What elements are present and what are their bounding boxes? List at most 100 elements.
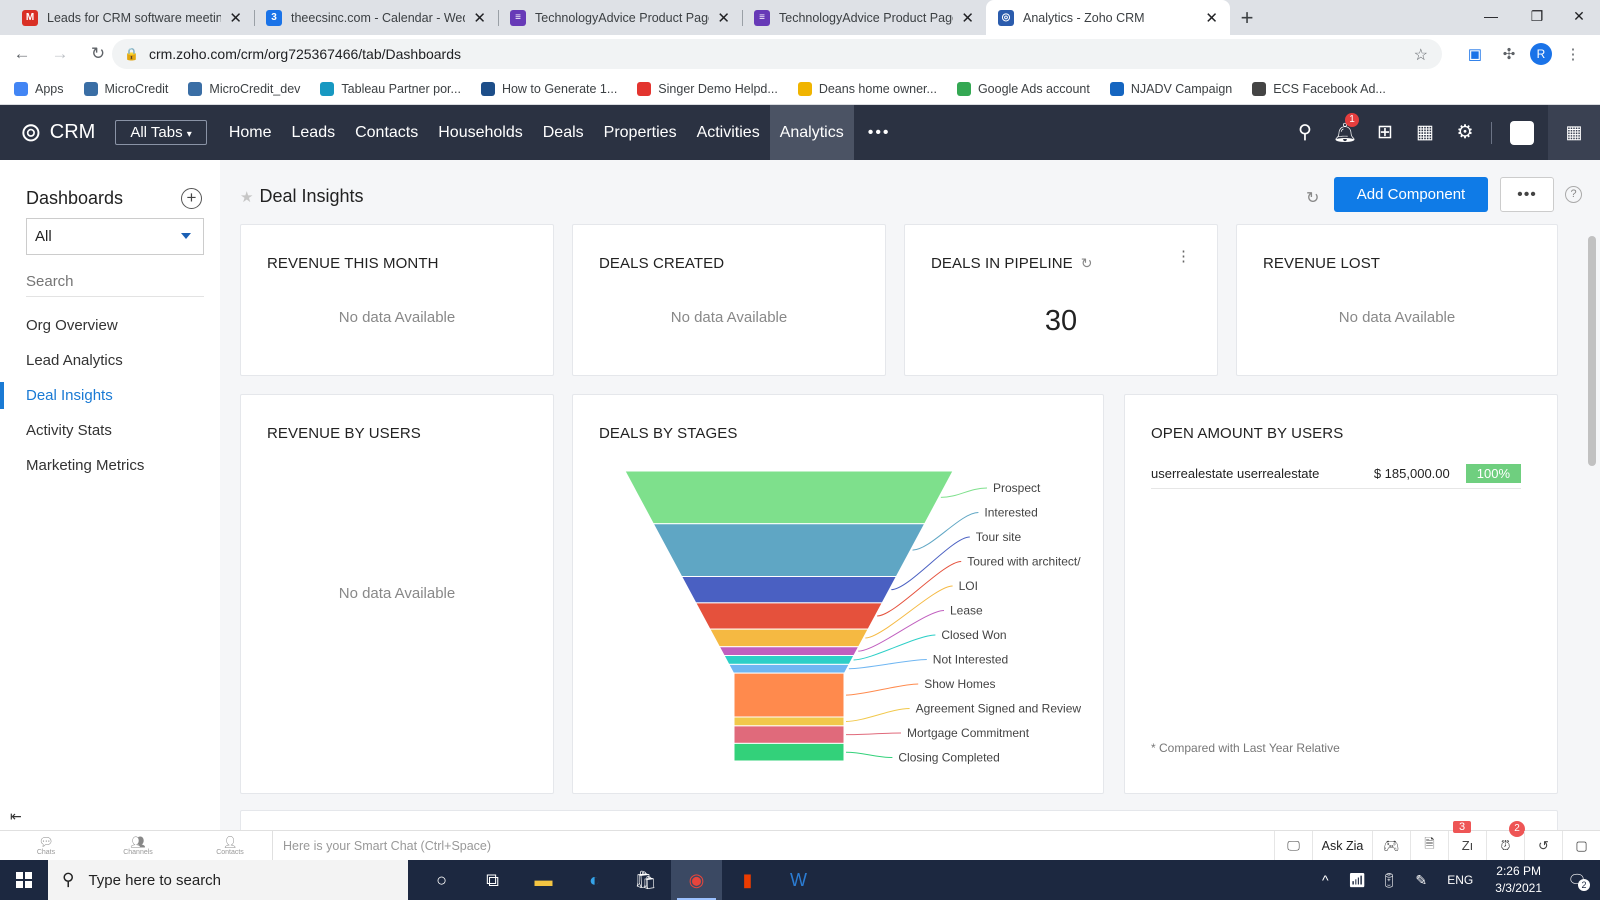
- sidebar-item-marketing-metrics[interactable]: Marketing Metrics: [26, 457, 145, 474]
- contacts-button[interactable]: 👤︎Contacts: [216, 835, 244, 856]
- quick-create-icon[interactable]: ⊞: [1377, 122, 1393, 143]
- browser-tab[interactable]: ≡TechnologyAdvice Product Page✕: [498, 0, 742, 35]
- bookmark-item[interactable]: MicroCredit_dev: [188, 81, 300, 96]
- bookmark-item[interactable]: NJADV Campaign: [1109, 81, 1232, 96]
- close-icon[interactable]: ✕: [473, 9, 486, 27]
- channels-button[interactable]: 👥︎Channels: [123, 835, 153, 856]
- browser-tab[interactable]: ≡TechnologyAdvice Product Page✕: [742, 0, 986, 35]
- task-view-icon[interactable]: ⧉: [486, 869, 499, 890]
- bookmark-item[interactable]: Deans home owner...: [797, 81, 937, 96]
- funnel-segment[interactable]: [732, 672, 846, 718]
- pen-icon[interactable]: ✎: [1415, 871, 1428, 888]
- start-button[interactable]: [0, 860, 48, 900]
- file-explorer-icon[interactable]: ▬: [534, 869, 553, 890]
- bookmark-item[interactable]: Apps: [14, 81, 64, 96]
- extension-icon[interactable]: ▣: [1467, 46, 1483, 63]
- dashboard-filter-select[interactable]: All: [26, 218, 204, 255]
- close-icon[interactable]: ✕: [717, 9, 730, 27]
- bookmark-star-icon[interactable]: ☆: [1413, 47, 1428, 64]
- funnel-segment[interactable]: [733, 725, 845, 744]
- extensions-puzzle-icon[interactable]: ✣: [1502, 46, 1516, 63]
- dashboard-search-input[interactable]: [26, 267, 204, 297]
- nav-tab-properties[interactable]: Properties: [603, 123, 677, 141]
- smart-chat-input[interactable]: Here is your Smart Chat (Ctrl+Space): [272, 831, 1212, 860]
- battery-icon[interactable]: 🔋︎: [1380, 871, 1399, 888]
- nav-tab-leads[interactable]: Leads: [291, 123, 336, 141]
- edge-icon[interactable]: ◐: [589, 869, 600, 890]
- nav-tab-activities[interactable]: Activities: [696, 123, 760, 141]
- close-icon[interactable]: ✕: [229, 9, 242, 27]
- chrome-menu-icon[interactable]: ⋮: [1565, 46, 1581, 63]
- search-icon[interactable]: ⚲: [1298, 122, 1312, 143]
- new-tab-button[interactable]: +: [1240, 4, 1254, 30]
- word-icon[interactable]: W: [790, 869, 807, 890]
- sidebar-item-lead-analytics[interactable]: Lead Analytics: [26, 352, 123, 369]
- all-tabs-dropdown[interactable]: All Tabs ▾: [115, 120, 207, 145]
- ask-zia-button[interactable]: Ask Zia: [1312, 831, 1372, 860]
- screen-share-icon[interactable]: 🖵︎: [1274, 831, 1312, 860]
- favorite-star-icon[interactable]: ★: [240, 188, 254, 206]
- main-scrollbar[interactable]: [1586, 224, 1598, 814]
- close-icon[interactable]: ✕: [1205, 9, 1218, 27]
- profile-avatar[interactable]: R: [1530, 43, 1552, 65]
- chevron-up-icon[interactable]: ^: [1321, 872, 1329, 888]
- refresh-icon[interactable]: ↻: [1306, 190, 1320, 207]
- reload-icon[interactable]: ↻: [90, 44, 106, 63]
- note-icon[interactable]: 🗎: [1410, 831, 1448, 860]
- funnel-segment[interactable]: [694, 602, 884, 630]
- camera-icon[interactable]: ▢: [1562, 831, 1600, 860]
- browser-tab[interactable]: ◎Analytics - Zoho CRM✕: [986, 0, 1230, 35]
- funnel-segment[interactable]: [723, 655, 855, 665]
- chrome-icon[interactable]: ◉: [671, 860, 722, 900]
- funnel-segment[interactable]: [652, 523, 926, 577]
- funnel-segment[interactable]: [624, 470, 954, 525]
- funnel-segment[interactable]: [727, 663, 851, 674]
- sidebar-item-deal-insights[interactable]: Deal Insights: [0, 378, 220, 413]
- office-icon[interactable]: ▮: [742, 869, 753, 890]
- back-icon[interactable]: ←: [13, 44, 31, 63]
- minimize-button[interactable]: —: [1484, 8, 1498, 24]
- close-icon[interactable]: ✕: [961, 9, 974, 27]
- bookmark-item[interactable]: Singer Demo Helpd...: [637, 81, 778, 96]
- store-icon[interactable]: 🛍︎: [634, 869, 657, 890]
- more-options-button[interactable]: •••: [1500, 177, 1554, 212]
- bookmark-item[interactable]: ECS Facebook Ad...: [1252, 81, 1386, 96]
- more-tabs-icon[interactable]: •••: [867, 123, 891, 141]
- forward-icon[interactable]: →: [51, 44, 69, 63]
- language-indicator[interactable]: ENG: [1447, 873, 1474, 887]
- nav-tab-households[interactable]: Households: [438, 123, 523, 141]
- bookmark-item[interactable]: How to Generate 1...: [480, 81, 617, 96]
- refresh-icon[interactable]: ↻: [1080, 255, 1093, 271]
- add-dashboard-icon[interactable]: +: [181, 188, 202, 209]
- collapse-sidebar-icon[interactable]: ⇤: [10, 808, 22, 824]
- funnel-segment[interactable]: [709, 628, 869, 648]
- nav-tab-home[interactable]: Home: [228, 123, 272, 141]
- taskbar-search[interactable]: ⚲ Type here to search: [48, 860, 408, 900]
- alarm-icon[interactable]: ⏰︎2: [1486, 821, 1525, 860]
- funnel-segment[interactable]: [733, 716, 845, 727]
- nav-tab-deals[interactable]: Deals: [542, 123, 584, 141]
- scroll-thumb[interactable]: [1588, 236, 1596, 466]
- crm-logo[interactable]: ⊚ CRM: [20, 117, 96, 147]
- sidebar-item-org-overview[interactable]: Org Overview: [26, 317, 118, 334]
- wifi-icon[interactable]: 📶︎: [1348, 871, 1367, 888]
- settings-gear-icon[interactable]: ⚙: [1456, 122, 1474, 143]
- sidebar-item-activity-stats[interactable]: Activity Stats: [26, 422, 112, 439]
- restore-button[interactable]: ❐: [1530, 7, 1544, 24]
- address-bar[interactable]: 🔒 crm.zoho.com/crm/org725367466/tab/Dash…: [112, 39, 1442, 69]
- chats-button[interactable]: 💬︎Chats: [36, 835, 56, 856]
- user-avatar[interactable]: [1510, 120, 1534, 145]
- funnel-segment[interactable]: [718, 646, 860, 657]
- action-center-icon[interactable]: 🗨︎2: [1554, 871, 1600, 891]
- card-menu-icon[interactable]: ⋮: [1176, 248, 1191, 265]
- add-component-button[interactable]: Add Component: [1334, 177, 1488, 212]
- cortana-icon[interactable]: ○: [436, 869, 447, 890]
- funnel-segment[interactable]: [733, 742, 845, 762]
- close-window-button[interactable]: ✕: [1573, 7, 1585, 24]
- bookmark-item[interactable]: MicroCredit: [83, 81, 168, 96]
- gamepad-icon[interactable]: 🎮︎: [1372, 831, 1410, 860]
- calendar-icon[interactable]: ▦: [1416, 122, 1434, 143]
